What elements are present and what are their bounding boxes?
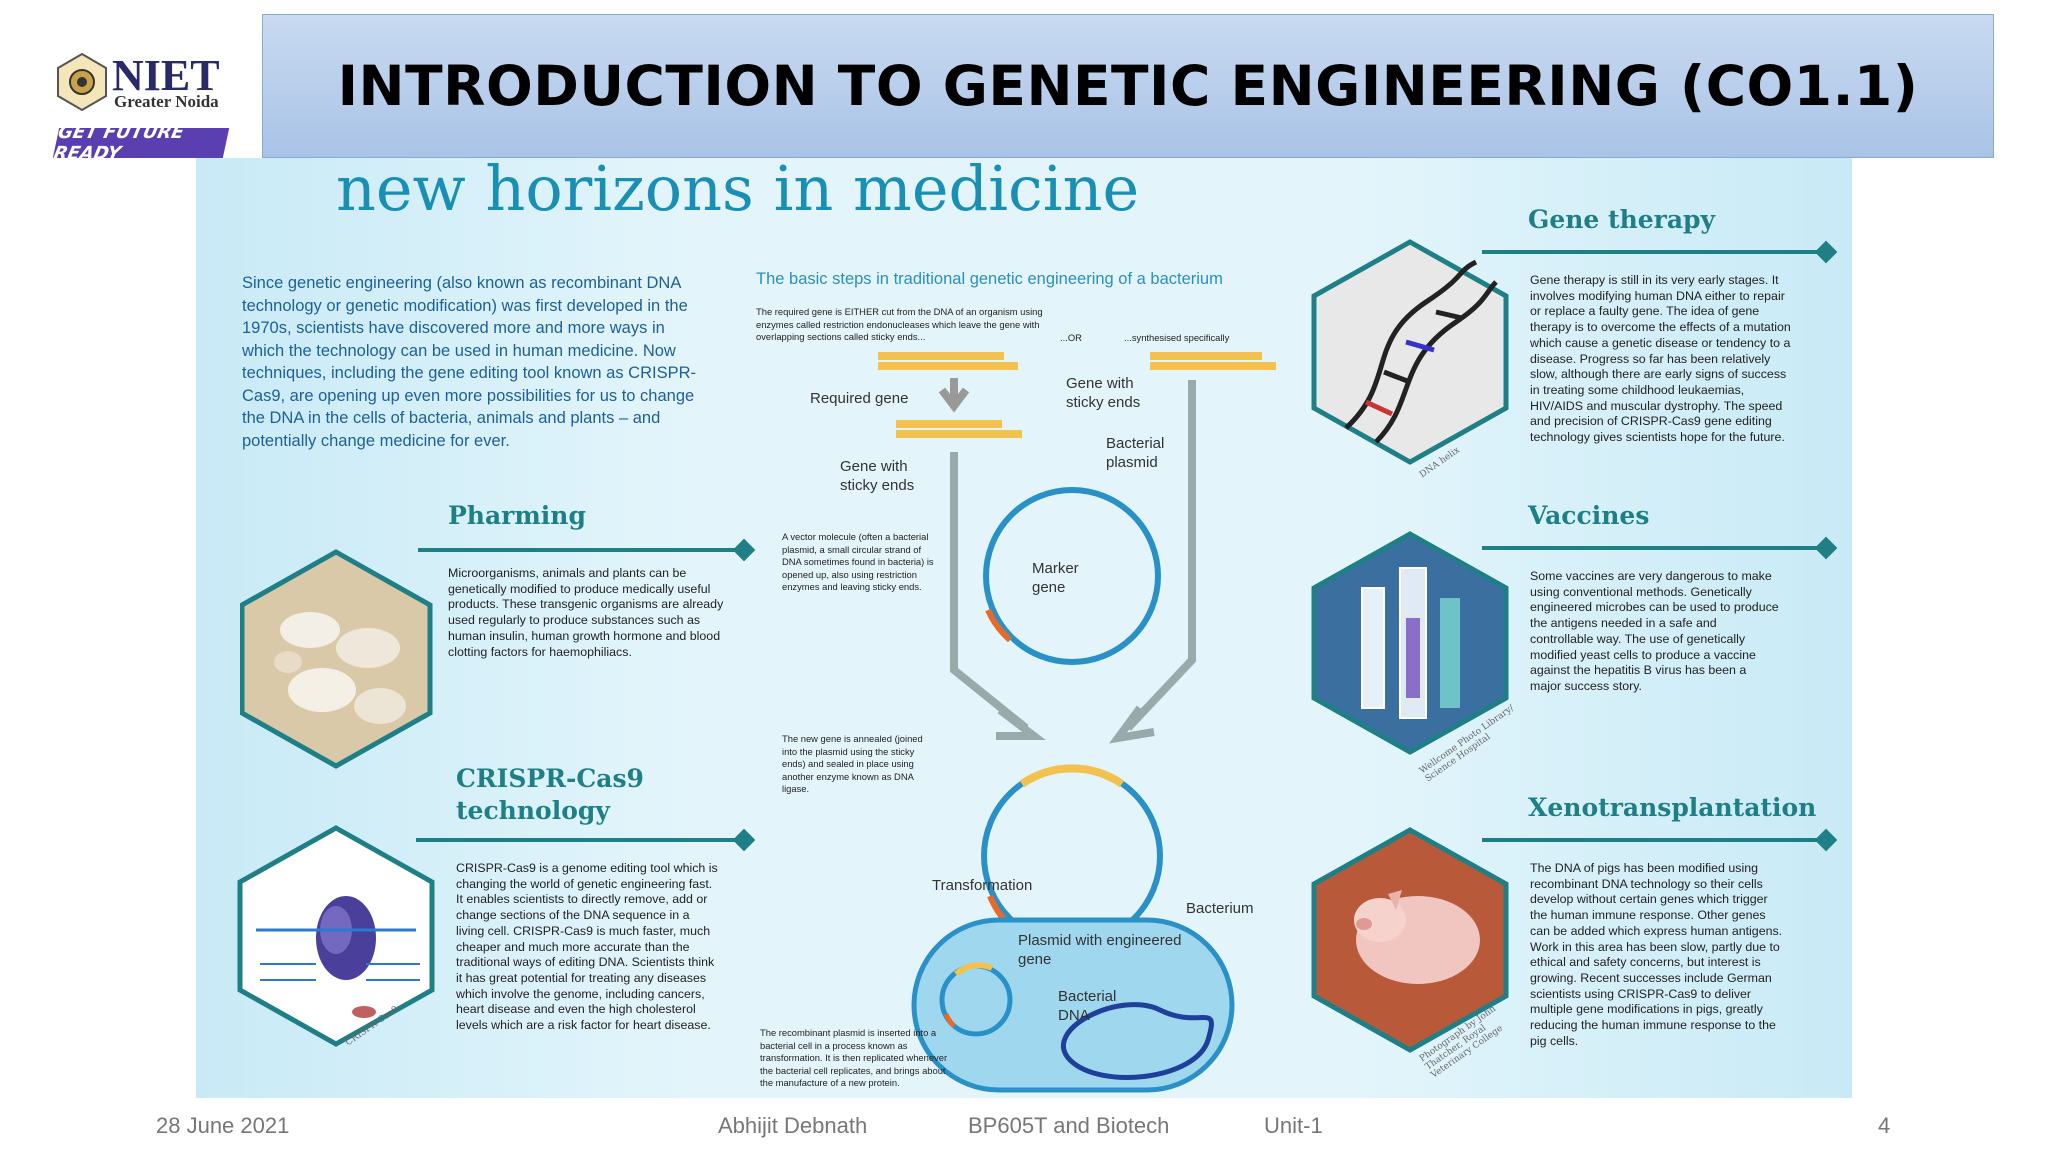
diagram-step1: The required gene is EITHER cut from the… [756,306,1043,342]
bacterium-icon [911,917,1235,1093]
pharming-heading: Pharming [448,501,586,530]
gene-therapy-text: Gene therapy is still in its very early … [1530,273,1791,445]
footer-author: Abhijit Debnath [718,1113,868,1138]
intro-text: Since genetic engineering (also known as… [242,274,697,450]
gene-strip-top [878,352,1018,370]
pharming-frame [240,538,756,769]
label-bacterium: Bacterium [1186,900,1254,917]
label-plasmid-engineered: Plasmid with engineered gene [1018,932,1182,968]
xeno-frame [1311,827,1838,1053]
label-bacterial-plasmid: Bacterial plasmid [1106,435,1165,471]
syringe-icon [1361,567,1460,719]
label-transformation: Transformation [932,877,1033,894]
crispr-frame [237,825,756,1047]
dna-helix-icon [1344,259,1498,444]
label-gene-sticky-ends-left: Gene with sticky ends [840,458,915,494]
footer-unit: Unit-1 [1264,1113,1323,1138]
title-banner [262,14,1994,158]
xeno-text: The DNA of pigs has been modified using … [1530,861,1783,1048]
diagram-recombinant-text: The recombinant plasmid is inserted into… [760,1027,948,1088]
diagram-or: ...OR [1060,332,1082,343]
diagram-vector-text: A vector molecule (often a bacterial pla… [782,531,934,592]
bacterial-plasmid-icon [983,487,1161,665]
vaccines-frame [1311,531,1838,755]
logo-name: NIET [112,51,220,100]
genetic-engineering-diagram [878,352,1276,1093]
poster-heading: new horizons in medicine [336,152,1140,225]
diagram-annealed-text: The new gene is annealed (joined into th… [782,733,923,794]
gene-strip-synth [1150,352,1276,370]
vaccines-text: Some vaccines are very dangerous to make… [1530,569,1779,693]
pig-icon [1354,890,1480,984]
pharming-text: Microorganisms, animals and plants can b… [448,566,724,659]
footer-date: 28 June 2021 [156,1113,290,1138]
label-required-gene: Required gene [810,390,909,407]
logo-tagline: GET FUTURE READY [52,122,230,164]
diagram-title: The basic steps in traditional genetic e… [756,270,1223,288]
slide-title: INTRODUCTION TO GENETIC ENGINEERING (CO1… [337,54,1919,118]
crispr-heading-line2: technology [456,796,610,825]
niet-emblem-icon [57,52,107,112]
vaccines-heading: Vaccines [1528,501,1650,530]
diagram-synth: ...synthesised specifically [1124,332,1230,343]
xeno-heading: Xenotransplantation [1528,793,1817,822]
crispr-heading-line1: CRISPR-Cas9 [456,764,644,793]
logo-subtitle: Greater Noida [114,92,219,111]
label-bacterial-dna: Bacterial DNA [1058,988,1117,1024]
gene-strip-sticky [896,420,1022,438]
footer-page-number: 4 [1878,1113,1891,1138]
gene-therapy-frame [1311,239,1838,465]
crispr-text: CRISPR-Cas9 is a genome editing tool whi… [456,861,718,1033]
label-gene-sticky-ends-right: Gene with sticky ends [1066,375,1141,411]
label-marker-gene: Marker gene [1032,560,1079,596]
gene-therapy-heading: Gene therapy [1528,205,1716,234]
sheep-icon [274,612,406,724]
footer-course: BP605T and Biotech [968,1113,1170,1138]
bacterial-dna-icon [1060,1002,1214,1080]
crispr-complex-icon [256,896,420,1018]
